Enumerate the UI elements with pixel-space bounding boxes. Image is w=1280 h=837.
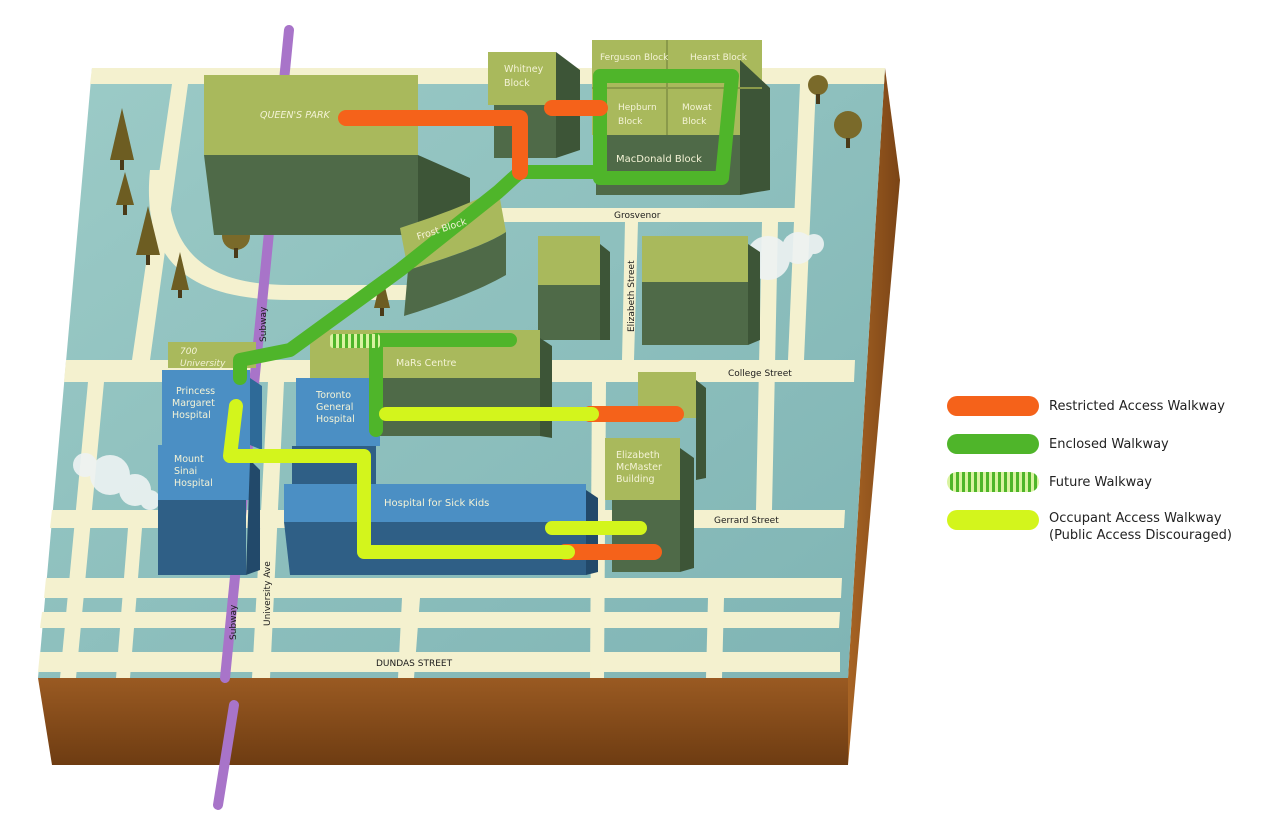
label-ferguson: Ferguson Block [600, 53, 669, 63]
legend-item-restricted: Restricted Access Walkway [945, 392, 1265, 430]
label-mcmaster-3: Building [616, 474, 655, 485]
legend-label-occupant: Occupant Access Walkway [1049, 511, 1222, 526]
walkways [223, 69, 739, 560]
label-pm-3: Hospital [172, 410, 211, 421]
legend-swatch-occupant [947, 510, 1039, 530]
label-hearst: Hearst Block [690, 53, 748, 63]
label-mars: MaRs Centre [396, 358, 457, 369]
tree-icon [171, 252, 189, 298]
label-700-1: 700 [180, 347, 197, 357]
street-college: College Street [728, 369, 792, 379]
legend-item-enclosed: Enclosed Walkway [945, 430, 1265, 468]
legend-swatch-restricted [947, 396, 1039, 416]
label-ms-3: Hospital [174, 478, 213, 489]
cloud-icon [73, 453, 160, 510]
label-ms-2: Sinai [174, 466, 197, 477]
label-sick-kids: Hospital for Sick Kids [384, 498, 489, 509]
restricted-walkway [338, 110, 528, 180]
legend-label-enclosed: Enclosed Walkway [1049, 437, 1169, 452]
occupant-walkway [223, 399, 575, 559]
tree-icon [110, 108, 134, 170]
subway-label-upper: Subway [259, 306, 269, 342]
tree-icon [808, 75, 828, 104]
street-grosvenor: Grosvenor [614, 211, 661, 221]
label-whitney-2: Block [504, 78, 530, 89]
legend-swatch-future [947, 472, 1039, 492]
legend-item-occupant: Occupant Access Walkway (Public Access D… [945, 506, 1265, 544]
label-mowat-1: Mowat [682, 103, 712, 113]
legend-swatch-enclosed [947, 434, 1039, 454]
legend-item-future: Future Walkway [945, 468, 1265, 506]
label-mcmaster-1: Elizabeth [616, 450, 660, 461]
label-mcmaster-2: McMaster [616, 462, 662, 473]
label-mowat-2: Block [682, 117, 707, 127]
label-hepburn-1: Hepburn [618, 103, 657, 113]
street-gerrard: Gerrard Street [714, 516, 779, 526]
label-macdonald: MacDonald Block [616, 154, 702, 165]
label-hepburn-2: Block [618, 117, 643, 127]
label-tg-3: Hospital [316, 414, 355, 425]
legend-label-restricted: Restricted Access Walkway [1049, 399, 1225, 414]
tree-icon [834, 111, 862, 148]
label-tg-2: General [316, 402, 353, 413]
label-pm-2: Margaret [172, 398, 215, 409]
future-walkway [330, 334, 380, 348]
tree-icon [136, 206, 160, 265]
label-tg-1: Toronto [315, 390, 351, 401]
label-ms-1: Mount [174, 454, 204, 465]
street-dundas: DUNDAS STREET [376, 659, 453, 669]
label-whitney-1: Whitney [504, 64, 544, 75]
soil-block [38, 68, 900, 765]
legend-label-future: Future Walkway [1049, 475, 1152, 490]
label-queens-park: QUEEN'S PARK [260, 110, 331, 121]
legend-label-occupant-note: (Public Access Discouraged) [1049, 528, 1232, 543]
legend: Restricted Access Walkway Enclosed Walkw… [945, 392, 1265, 544]
street-elizabeth: Elizabeth Street [627, 260, 637, 332]
label-700-2: University [180, 359, 226, 369]
label-pm-1: Princess [176, 386, 215, 397]
subway-label-lower: Subway [229, 604, 239, 640]
street-university: University Ave [263, 561, 273, 626]
tree-icon [116, 172, 134, 215]
